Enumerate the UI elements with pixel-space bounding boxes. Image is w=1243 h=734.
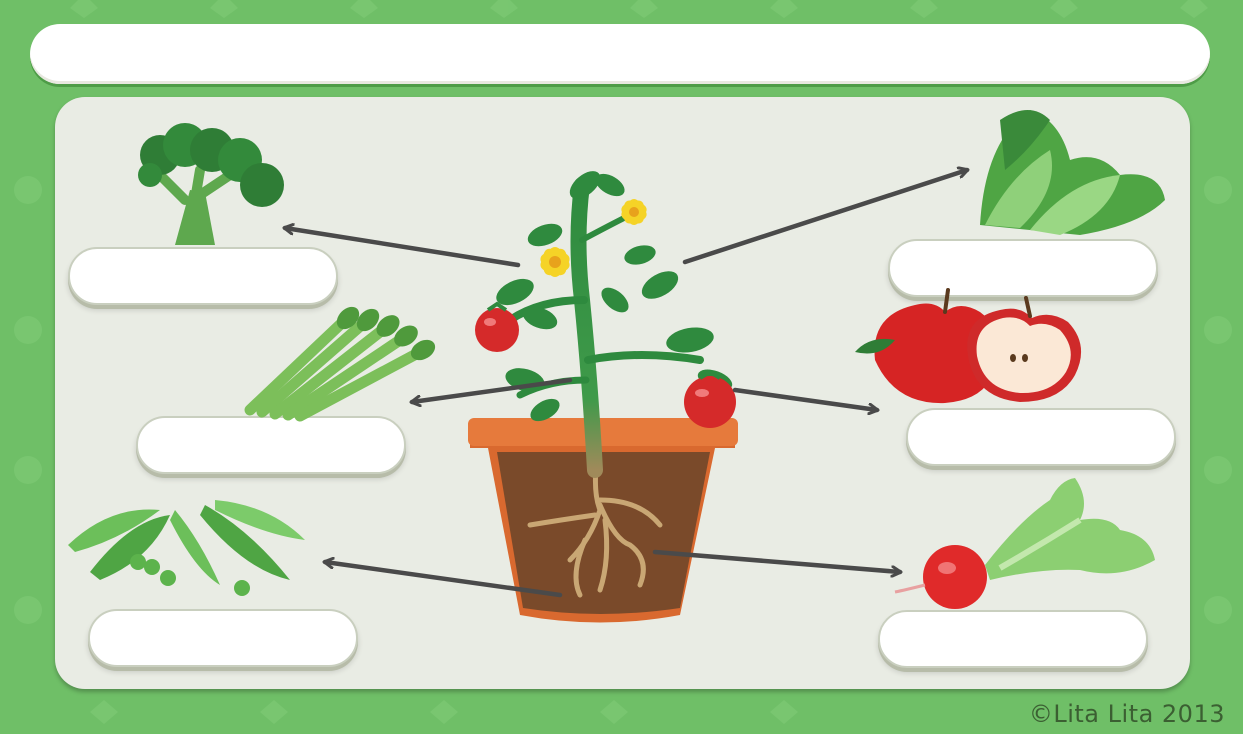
copyright-text: ©Lita Lita 2013 bbox=[1029, 700, 1225, 728]
arrow-to-radish bbox=[655, 552, 900, 572]
asparagus-icon bbox=[250, 302, 439, 416]
arrow-to-broccoli bbox=[285, 228, 518, 265]
apple-icon bbox=[855, 290, 1081, 403]
radish-icon bbox=[895, 478, 1155, 609]
arrow-to-lettuce bbox=[685, 170, 967, 262]
broccoli-icon bbox=[138, 123, 284, 245]
lettuce-icon bbox=[980, 110, 1165, 235]
arrow-to-apple bbox=[735, 390, 877, 410]
tomato-icon bbox=[475, 304, 736, 428]
peas-icon bbox=[68, 500, 305, 596]
arrow-to-asparagus bbox=[412, 380, 570, 402]
